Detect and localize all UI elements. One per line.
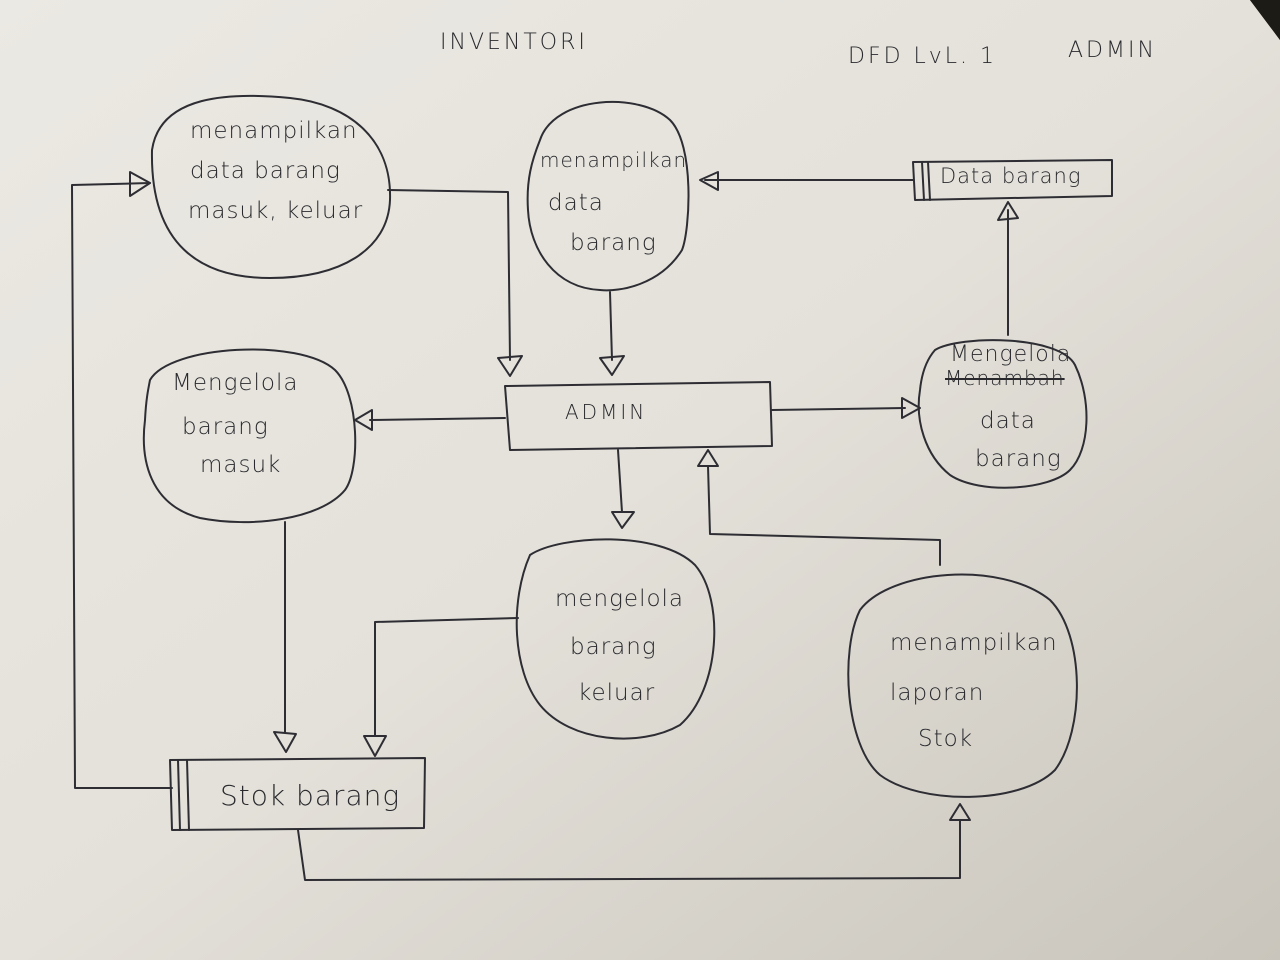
arrowhead-to-stock-2 xyxy=(363,735,387,757)
process-p5-line-2: barang xyxy=(570,634,657,660)
store-label-stok-barang: Stok barang xyxy=(220,779,401,812)
process-p4-line-4: barang xyxy=(975,446,1062,472)
process-p3-line-2: barang xyxy=(182,414,269,440)
flow-display-in-out-to-admin xyxy=(387,189,511,361)
flow-report-to-admin xyxy=(707,465,941,566)
process-p2-line-1: menampilkan xyxy=(540,148,688,172)
process-circle-manage-data xyxy=(917,339,1088,489)
flow-admin-to-manage-out xyxy=(617,449,623,513)
process-p1-line-2: data barang xyxy=(190,158,341,184)
process-p5-line-1: mengelola xyxy=(555,586,685,612)
store-box-data-barang xyxy=(912,159,1113,201)
arrowhead-from-report xyxy=(697,449,719,467)
process-p4-line-1: Mengelola xyxy=(950,342,1072,367)
process-p4-line-2-struck: Menambah xyxy=(945,366,1065,390)
arrowhead-to-display-data xyxy=(699,171,719,191)
process-p6-line-1: menampilkan xyxy=(890,630,1058,656)
entity-label-admin: ADMIN xyxy=(565,400,648,424)
process-p1-line-1: menampilkan xyxy=(190,118,358,144)
process-p3-line-3: masuk xyxy=(200,452,282,478)
process-p5-line-3: keluar xyxy=(578,680,656,706)
process-circle-display-in-out xyxy=(150,94,392,279)
store-bar-data-barang xyxy=(921,161,931,201)
process-p6-line-2: laporan xyxy=(890,680,985,706)
process-circle-manage-out xyxy=(515,538,716,740)
flow-stock-to-report xyxy=(297,819,961,881)
process-circle-report xyxy=(847,573,1078,798)
process-p2-line-3: barang xyxy=(570,230,657,256)
process-p1-line-3: masuk, keluar xyxy=(188,198,364,224)
arrowhead-into-admin-2 xyxy=(599,355,625,376)
flow-display-data-to-admin xyxy=(609,291,613,361)
store-label-data-barang: Data barang xyxy=(940,164,1082,188)
arrowhead-to-manage-out xyxy=(611,511,635,529)
diagram-title: INVENTORI xyxy=(440,30,588,55)
process-p4-line-3: data xyxy=(980,408,1036,434)
desk-corner xyxy=(1250,0,1280,40)
flow-admin-to-manage-in xyxy=(369,417,506,421)
arrowhead-to-report xyxy=(949,803,971,821)
process-circle-manage-in xyxy=(142,348,357,524)
arrowhead-into-admin-1 xyxy=(497,355,523,377)
flow-admin-to-manage-data xyxy=(771,407,906,411)
arrowhead-to-manage-in xyxy=(354,409,373,431)
process-p2-line-2: data xyxy=(548,190,604,216)
diagram-level: DFD LvL. 1 xyxy=(848,44,998,69)
store-bar-stok-barang xyxy=(177,759,190,831)
store-box-stok-barang xyxy=(169,757,426,831)
process-circle-display-data xyxy=(526,100,690,292)
arrowhead-to-display-in-out xyxy=(129,171,151,197)
flow-manage-out-to-stock xyxy=(374,617,519,736)
arrowhead-to-manage-data xyxy=(901,397,921,419)
process-p6-line-3: Stok xyxy=(918,726,974,752)
flow-stock-to-display-in-out xyxy=(71,182,173,789)
entity-box-admin xyxy=(504,381,773,451)
arrowhead-to-data-store xyxy=(997,201,1019,221)
arrowhead-to-stock-1 xyxy=(273,731,297,753)
process-p3-line-1: Mengelola xyxy=(172,370,299,396)
diagram-actor: ADMIN xyxy=(1068,38,1157,63)
